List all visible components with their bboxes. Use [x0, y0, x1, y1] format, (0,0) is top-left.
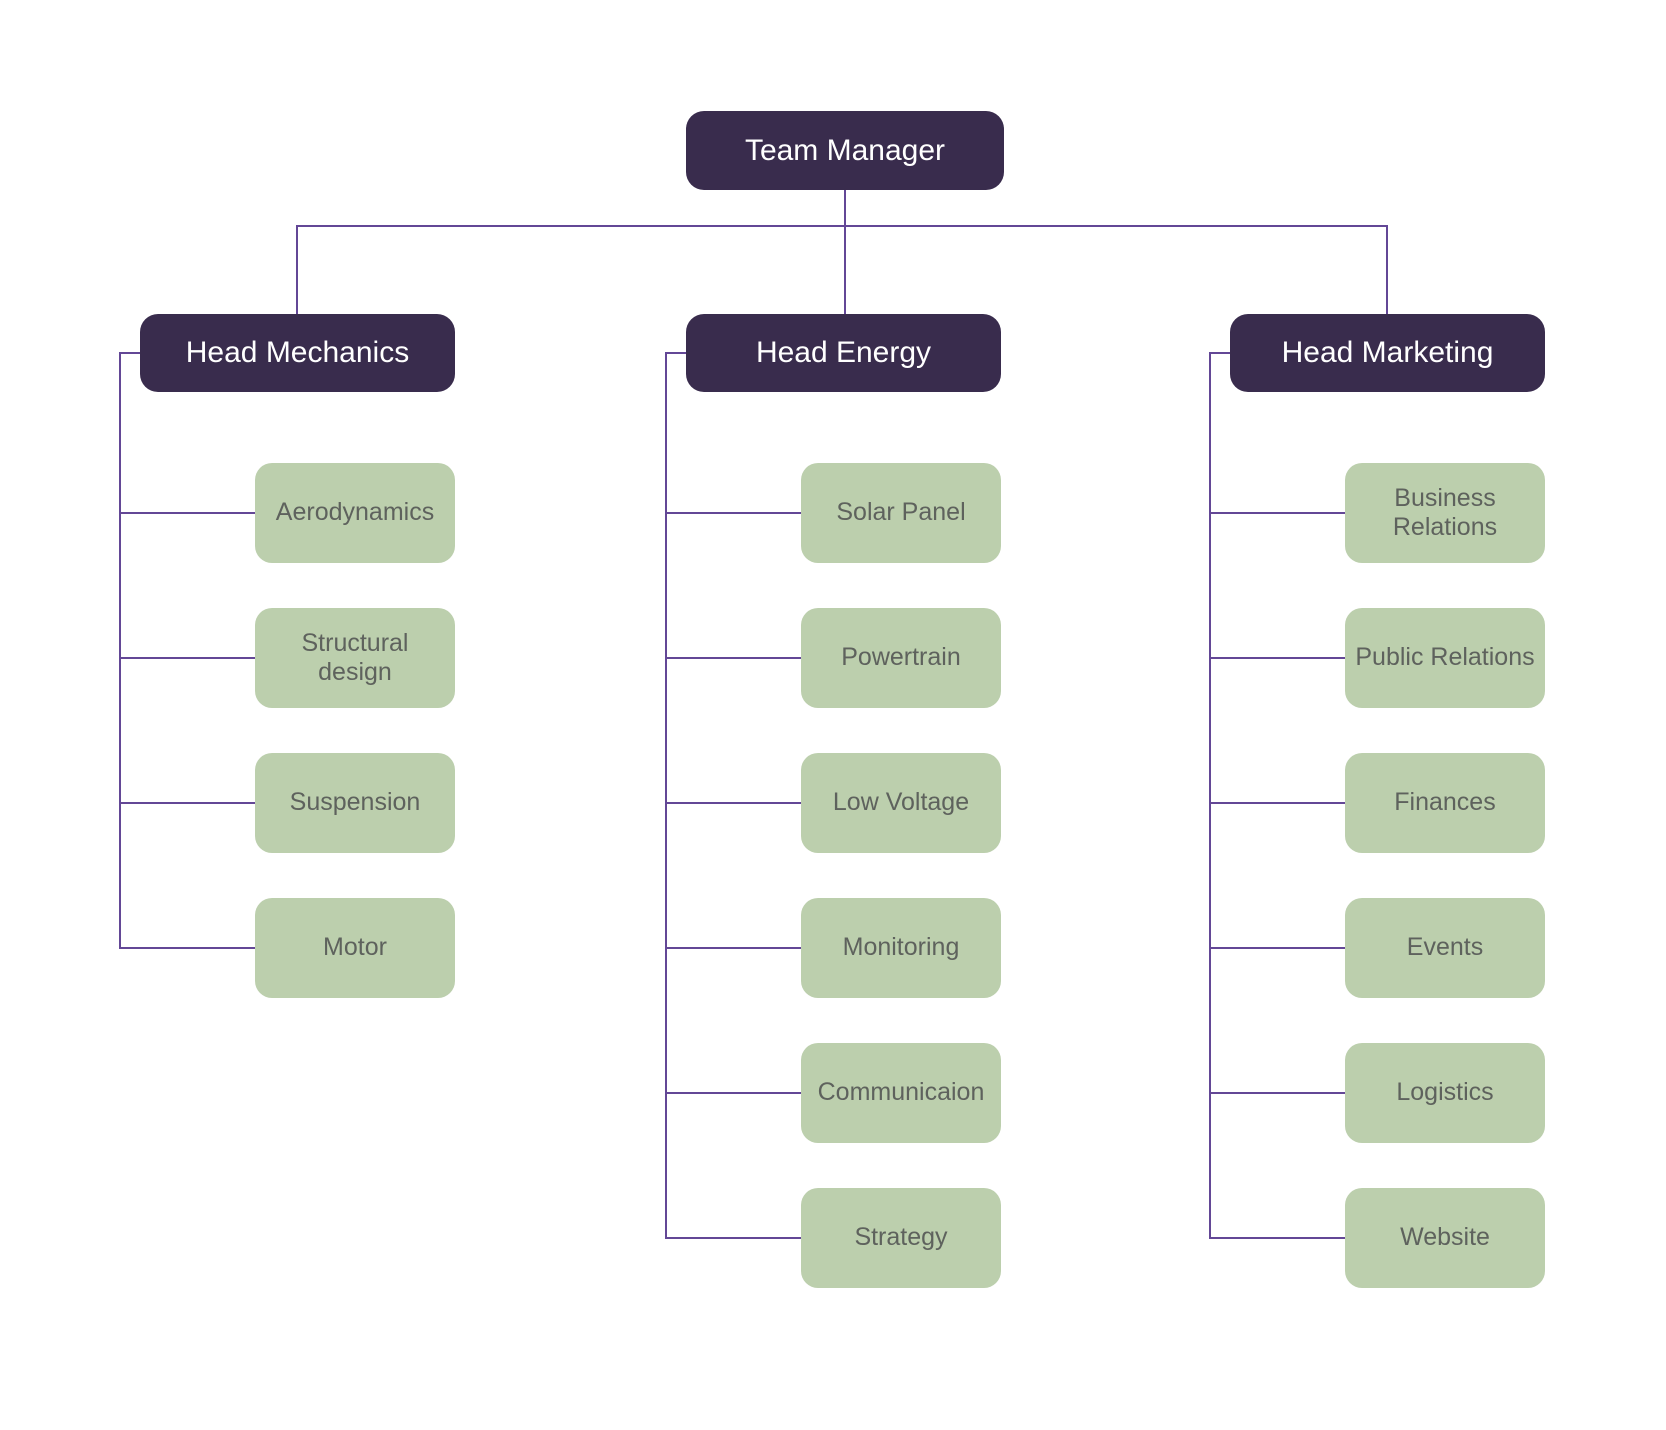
node-head-marketing: Head Marketing — [1230, 314, 1545, 392]
connector-mechanics-head-stub — [119, 352, 140, 354]
connector-energy-trunk — [665, 352, 667, 1238]
connector-energy-child-1 — [665, 512, 801, 514]
node-communicaion: Communicaion — [801, 1043, 1001, 1143]
connector-mechanics-child-2 — [119, 657, 255, 659]
node-powertrain: Powertrain — [801, 608, 1001, 708]
connector-marketing-child-1 — [1209, 512, 1345, 514]
node-motor: Motor — [255, 898, 455, 998]
connector-mechanics-child-3 — [119, 802, 255, 804]
node-public-relations: Public Relations — [1345, 608, 1545, 708]
node-business-relations: Business Relations — [1345, 463, 1545, 563]
connector-mechanics-child-1 — [119, 512, 255, 514]
connector-energy-child-2 — [665, 657, 801, 659]
connector-drop-energy — [844, 225, 846, 315]
connector-energy-child-6 — [665, 1237, 801, 1239]
node-strategy: Strategy — [801, 1188, 1001, 1288]
connector-drop-mechanics — [296, 225, 298, 315]
node-events: Events — [1345, 898, 1545, 998]
node-aerodynamics: Aerodynamics — [255, 463, 455, 563]
node-logistics: Logistics — [1345, 1043, 1545, 1143]
connector-mechanics-trunk — [119, 352, 121, 948]
node-website: Website — [1345, 1188, 1545, 1288]
connector-marketing-trunk — [1209, 352, 1211, 1238]
connector-drop-marketing — [1386, 225, 1388, 315]
connector-energy-child-3 — [665, 802, 801, 804]
node-head-mechanics: Head Mechanics — [140, 314, 455, 392]
node-suspension: Suspension — [255, 753, 455, 853]
connector-root-drop — [844, 190, 846, 226]
connector-top-horizontal — [296, 225, 1388, 227]
connector-energy-child-4 — [665, 947, 801, 949]
connector-energy-head-stub — [665, 352, 686, 354]
node-monitoring: Monitoring — [801, 898, 1001, 998]
connector-mechanics-child-4 — [119, 947, 255, 949]
connector-marketing-head-stub — [1209, 352, 1230, 354]
connector-marketing-child-5 — [1209, 1092, 1345, 1094]
connector-energy-child-5 — [665, 1092, 801, 1094]
connector-marketing-child-2 — [1209, 657, 1345, 659]
node-structural-design: Structural design — [255, 608, 455, 708]
connector-marketing-child-3 — [1209, 802, 1345, 804]
node-finances: Finances — [1345, 753, 1545, 853]
connector-marketing-child-6 — [1209, 1237, 1345, 1239]
node-head-energy: Head Energy — [686, 314, 1001, 392]
connector-marketing-child-4 — [1209, 947, 1345, 949]
node-team-manager: Team Manager — [686, 111, 1004, 190]
node-solar-panel: Solar Panel — [801, 463, 1001, 563]
node-low-voltage: Low Voltage — [801, 753, 1001, 853]
